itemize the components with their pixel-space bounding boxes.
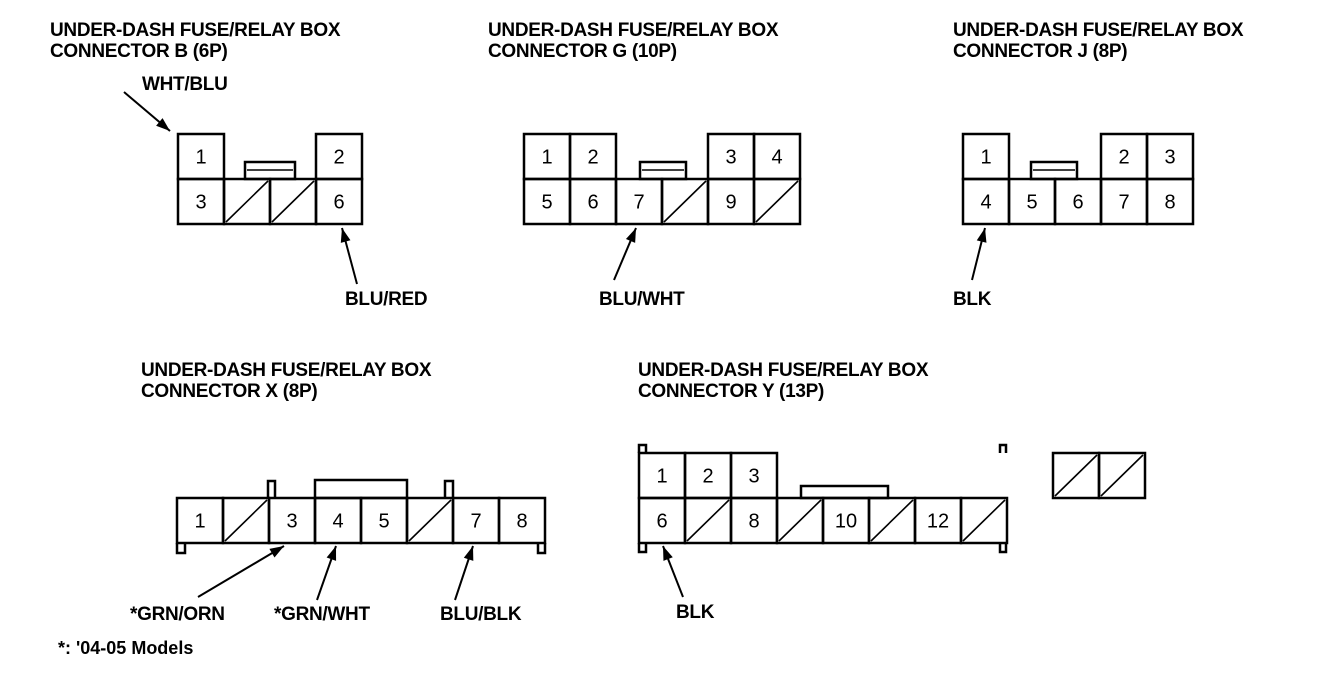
connector-y-unused-slash [870,499,914,542]
connector-g-terminal-9: 9 [725,192,736,214]
connector-y-terminal-6: 6 [656,511,667,533]
connector-x-terminal-7: 7 [470,511,481,533]
connector-j-terminal-7: 7 [1118,192,1129,214]
connector-g-terminal-2: 2 [587,147,598,169]
connector-y-cell [1097,451,1147,500]
connector-b-wire-1: WHT/BLU [142,74,228,95]
connector-j-terminal-8: 8 [1164,192,1175,214]
connector-x-terminal-4: 4 [332,511,343,533]
connector-j-wire-4: BLK [953,289,992,310]
connector-y-unused-slash [778,499,822,542]
connector-g-unused-slash [755,180,799,223]
connector-j-terminal-3: 3 [1164,147,1175,169]
connector-y-terminal-8: 8 [748,511,759,533]
connector-g-title: UNDER-DASH FUSE/RELAY BOX CONNECTOR G (1… [488,20,779,62]
connector-b-terminal-2: 2 [333,147,344,169]
connector-y-latch-left [637,443,648,453]
connector-y-terminal-3: 3 [748,466,759,488]
connector-g-terminal-3: 3 [725,147,736,169]
connector-x-arrow-3-head [269,546,284,558]
connector-b-title-line2: CONNECTOR B (6P) [50,41,228,62]
connector-x-latch-right [443,479,455,498]
connector-x-unused-slash [408,499,452,542]
connector-g-terminal-6: 6 [587,192,598,214]
connector-y-latch-right [998,443,1008,453]
connector-x-foot-left [175,543,187,555]
connector-j-terminal-1: 1 [980,147,991,169]
connector-j-title-line1: UNDER-DASH FUSE/RELAY BOX [953,20,1244,41]
connector-g-cell [752,177,802,226]
connector-x-latch-left [266,479,277,498]
connector-x-wire-3: *GRN/ORN [130,604,225,625]
connector-g-title-line1: UNDER-DASH FUSE/RELAY BOX [488,20,779,41]
connector-j-title-line2: CONNECTOR J (8P) [953,41,1128,62]
connector-y-title-line1: UNDER-DASH FUSE/RELAY BOX [638,360,929,381]
footnote: *: '04-05 Models [58,638,194,658]
connector-y-terminal-1: 1 [656,466,667,488]
connector-g-title-line2: CONNECTOR G (10P) [488,41,677,62]
connector-y-terminal-12: 12 [927,511,949,533]
connector-x-title: UNDER-DASH FUSE/RELAY BOX CONNECTOR X (8… [141,360,432,402]
connector-x-title-line2: CONNECTOR X (8P) [141,381,318,402]
connector-x-cell [497,496,547,545]
connector-x-terminal-8: 8 [516,511,527,533]
connector-x-terminal-5: 5 [378,511,389,533]
connector-b-cell [314,177,364,226]
connector-y-foot-left [637,543,648,554]
connector-x-wire-7: BLU/BLK [440,604,522,625]
connector-b-title-line1: UNDER-DASH FUSE/RELAY BOX [50,20,341,41]
connector-y-title-line2: CONNECTOR Y (13P) [638,381,825,402]
connector-y-unused-slash [1100,454,1144,497]
connector-x-lock-tab [313,478,409,500]
connector-y-cell [959,496,1009,545]
connector-j-lock-tab [1029,160,1079,181]
connector-b-lock-tab [243,160,297,181]
connector-j-terminal-4: 4 [980,192,991,214]
connector-x-title-line1: UNDER-DASH FUSE/RELAY BOX [141,360,432,381]
connector-y-lock-tab [799,484,890,500]
connector-b-title: UNDER-DASH FUSE/RELAY BOX CONNECTOR B (6… [50,20,341,62]
connector-g-arrow-7-head [625,228,636,243]
connector-b-terminal-1: 1 [195,147,206,169]
connector-x-arrow-4-head [326,546,337,561]
connector-j-terminal-6: 6 [1072,192,1083,214]
connector-b-wire-6: BLU/RED [345,289,428,310]
connector-j-title: UNDER-DASH FUSE/RELAY BOX CONNECTOR J (8… [953,20,1244,62]
connector-x-terminal-1: 1 [194,511,205,533]
connector-g-terminal-7: 7 [633,192,644,214]
connector-x-terminal-3: 3 [286,511,297,533]
connector-y-terminal-2: 2 [702,466,713,488]
connector-y-unused-slash [686,499,730,542]
connector-j-terminal-5: 5 [1026,192,1037,214]
connector-x-unused-slash [224,499,268,542]
connector-g-terminal-4: 4 [771,147,782,169]
connector-g-lock-tab [638,160,688,181]
connector-b-unused-slash [271,180,315,223]
connector-y-unused-slash [1054,454,1098,497]
connector-y-foot-right [998,543,1008,554]
connector-x-arrow-7-head [463,546,474,561]
connector-g-wire-7: BLU/WHT [599,289,685,310]
connector-j-cell [1145,177,1195,226]
connector-x-foot-right [536,543,547,555]
connector-y-terminal-10: 10 [835,511,857,533]
connector-y-title: UNDER-DASH FUSE/RELAY BOX CONNECTOR Y (1… [638,360,929,402]
connector-y-unused-slash [962,499,1006,542]
connector-g-terminal-5: 5 [541,192,552,214]
connector-g-terminal-1: 1 [541,147,552,169]
connector-b-arrow-1-head [156,118,170,131]
connector-x-arrow-3-shaft [197,545,285,598]
connector-b-unused-slash [225,180,269,223]
connector-y-wire-6: BLK [676,602,715,623]
connector-j-terminal-2: 2 [1118,147,1129,169]
connector-x-wire-4: *GRN/WHT [274,604,370,625]
connector-b-arrow-6-head [340,228,351,243]
connector-y-arrow-6-head [663,546,673,561]
connector-b-terminal-6: 6 [333,192,344,214]
connector-g-unused-slash [663,180,707,223]
connector-b-terminal-3: 3 [195,192,206,214]
connector-j-arrow-4-head [976,228,987,243]
